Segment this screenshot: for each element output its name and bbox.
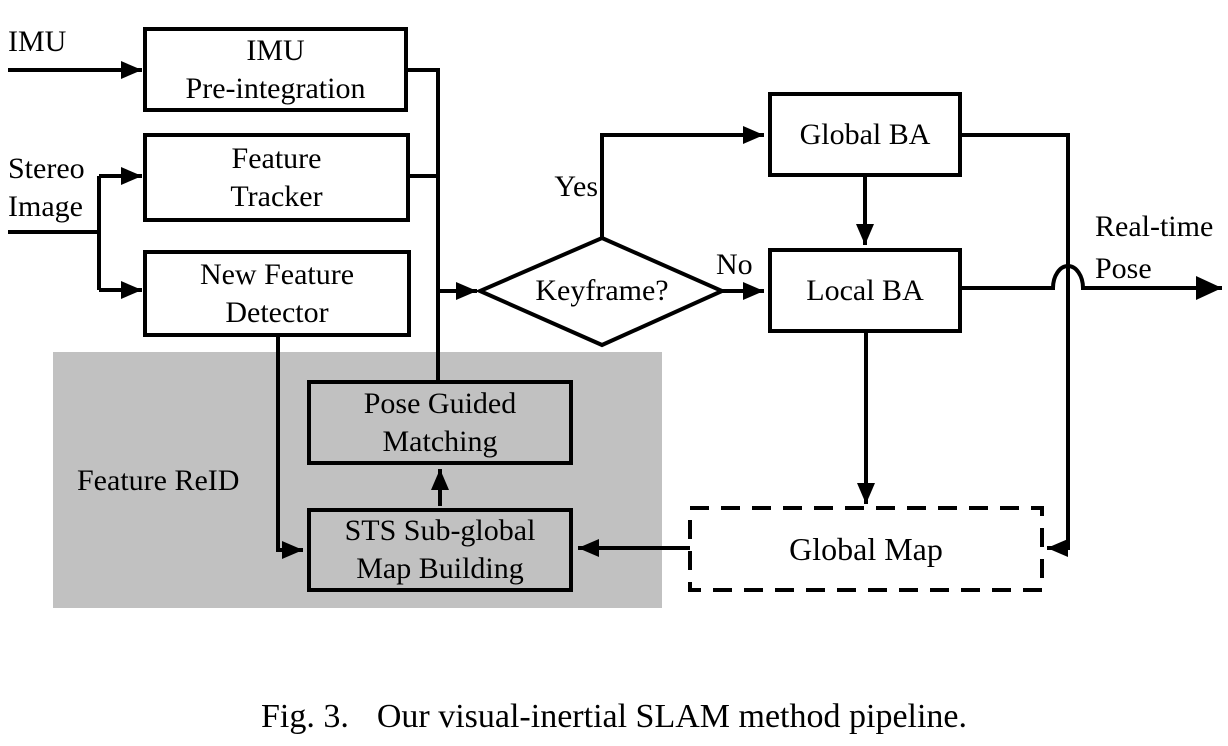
node-label: Pose Guided xyxy=(363,386,517,420)
node-feature-tracker: Feature Tracker xyxy=(143,133,410,222)
yes-branch-label: Yes xyxy=(554,170,598,203)
global-map-box xyxy=(688,506,1044,592)
node-local-ba: Local BA xyxy=(768,248,962,333)
node-label: Local BA xyxy=(806,273,924,307)
node-global-map-label: Global Map xyxy=(789,530,943,567)
node-label: Map Building xyxy=(356,552,524,585)
feature-reid-region xyxy=(53,352,662,608)
node-new-feature-detector: New Feature Detector xyxy=(143,250,411,337)
node-sts-subglobal-map-building: STS Sub-global Map Building xyxy=(307,508,573,592)
node-label: Feature xyxy=(231,141,322,175)
node-imu-preintegration: IMU Pre-integration xyxy=(143,27,408,112)
stereo-input-label: Stereo Image xyxy=(8,152,85,223)
feature-reid-label: Feature ReID xyxy=(77,464,240,497)
node-label: IMU xyxy=(246,33,305,67)
keyframe-diamond xyxy=(475,235,727,348)
node-pose-guided-matching: Pose Guided Matching xyxy=(307,380,573,465)
node-label: Global BA xyxy=(799,117,931,151)
caption-number: Fig. 3. xyxy=(260,698,349,735)
imu-input-label: IMU xyxy=(8,25,67,58)
caption-text: Our visual-inertial SLAM method pipeline… xyxy=(376,698,968,735)
node-label: New Feature xyxy=(199,257,355,291)
edge-detector-to-sts xyxy=(276,335,303,559)
node-global-ba: Global BA xyxy=(768,92,962,177)
node-label: STS Sub-global xyxy=(344,514,536,547)
keyframe-decision-label: Keyframe? xyxy=(535,274,669,307)
node-label: Matching xyxy=(382,424,498,458)
edge-local-ba-to-realtime-pose xyxy=(962,264,1222,300)
figure-caption: Fig. 3. Our visual-inertial SLAM method p… xyxy=(0,697,1228,737)
node-label: Tracker xyxy=(230,179,323,213)
no-branch-label: No xyxy=(716,248,753,281)
edge-global-ba-to-global-map xyxy=(962,133,1070,557)
realtime-pose-label: Real-time Pose xyxy=(1095,210,1214,285)
edge-yes-to-global-ba xyxy=(600,126,764,238)
node-label: Pre-integration xyxy=(185,71,366,105)
node-label: Detector xyxy=(225,295,329,329)
